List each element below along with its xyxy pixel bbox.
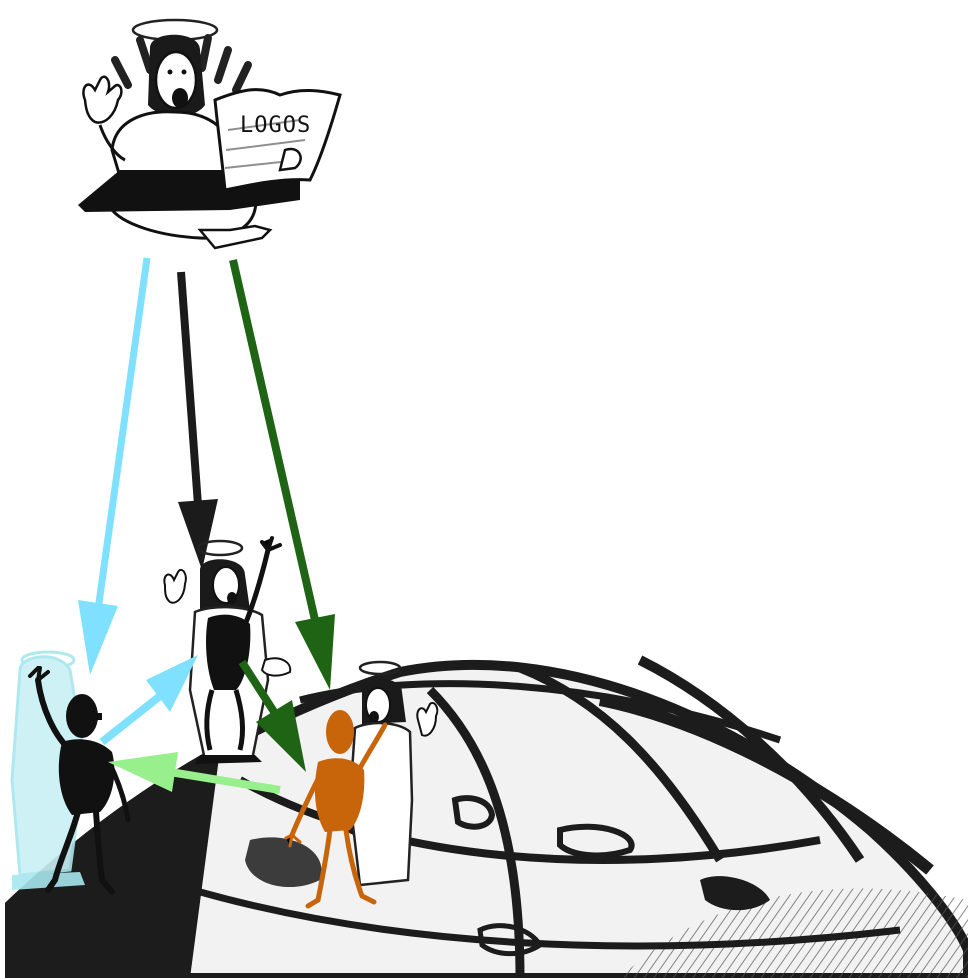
arrow-cyan-short [102, 655, 198, 742]
mouth [172, 88, 188, 108]
arrow-cyan-long [78, 258, 147, 675]
raised-hand [83, 77, 121, 123]
arrow-black-long [178, 272, 218, 570]
halo-icon [360, 662, 400, 674]
scroll [215, 90, 340, 190]
foot [200, 226, 270, 248]
globe [10, 660, 968, 978]
source-figure: LOGOS [78, 20, 340, 248]
scroll-label: LOGOS [240, 113, 311, 138]
